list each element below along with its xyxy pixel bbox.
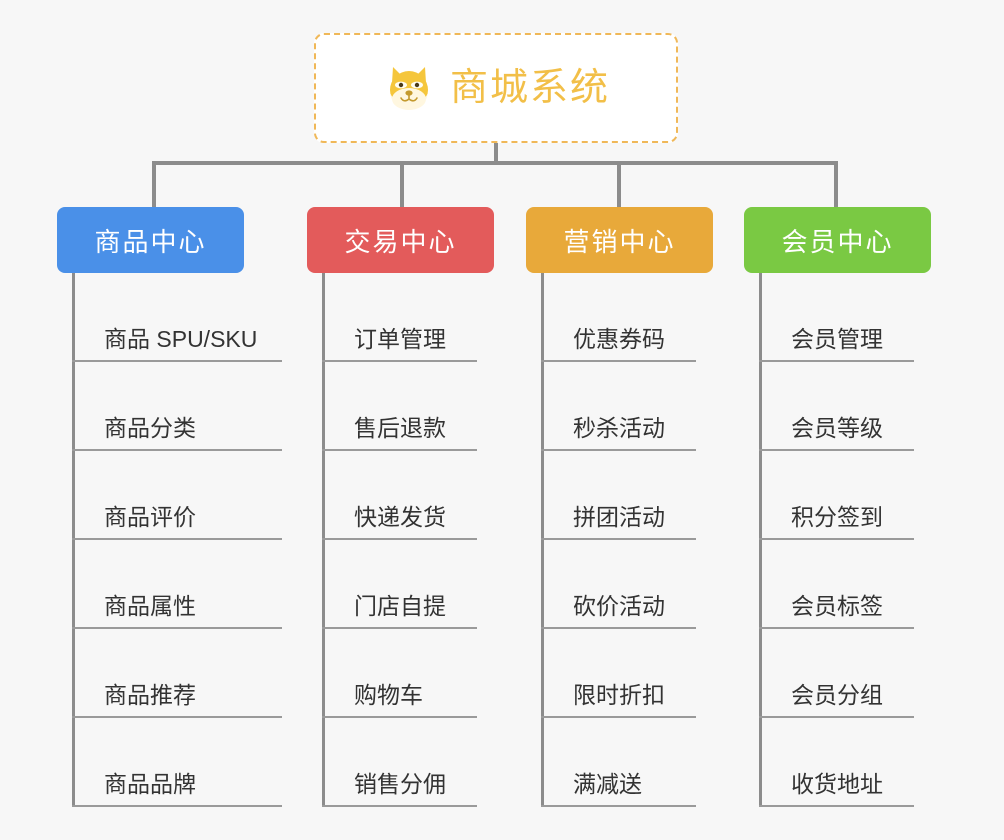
category-spine-1 — [72, 273, 75, 807]
category-spine-2 — [322, 273, 325, 807]
leaf-list-4: 会员管理会员等级积分签到会员标签会员分组收货地址 — [759, 273, 914, 807]
root-node-title: 商城系统 — [449, 67, 610, 109]
category-spine-3 — [541, 273, 544, 807]
leaf-item-label: 商品推荐 — [104, 681, 196, 708]
leaf-item-label: 购物车 — [354, 681, 423, 708]
connector-drop-2 — [400, 161, 404, 207]
category-header-3[interactable]: 营销中心 — [526, 207, 713, 273]
leaf-list-1: 商品 SPU/SKU 商品分类商品评价商品属性商品推荐商品品牌 — [72, 273, 282, 807]
leaf-item[interactable]: 积分签到 — [759, 451, 914, 540]
leaf-item[interactable]: 会员等级 — [759, 362, 914, 451]
leaf-item[interactable]: 收货地址 — [759, 718, 914, 807]
leaf-item-label: 快递发货 — [354, 503, 446, 530]
leaf-item-label: 满减送 — [573, 770, 642, 797]
leaf-item[interactable]: 满减送 — [541, 718, 696, 807]
leaf-item-label: 订单管理 — [354, 325, 446, 352]
leaf-list-3: 优惠券码秒杀活动拼团活动砍价活动限时折扣满减送 — [541, 273, 696, 807]
leaf-item[interactable]: 快递发货 — [322, 451, 477, 540]
connector-root-stem — [494, 143, 498, 165]
leaf-item[interactable]: 商品品牌 — [72, 718, 282, 807]
category-column-4: 会员中心会员管理会员等级积分签到会员标签会员分组收货地址 — [744, 207, 931, 807]
category-column-1: 商品中心商品 SPU/SKU 商品分类商品评价商品属性商品推荐商品品牌 — [57, 207, 282, 807]
category-header-2[interactable]: 交易中心 — [307, 207, 494, 273]
leaf-item-label: 商品属性 — [104, 592, 196, 619]
leaf-item-label: 会员分组 — [791, 681, 883, 708]
leaf-item-label: 售后退款 — [354, 414, 446, 441]
leaf-item-label: 秒杀活动 — [573, 414, 665, 441]
leaf-item-label: 会员管理 — [791, 325, 883, 352]
connector-drop-3 — [617, 161, 621, 207]
leaf-item-label: 会员标签 — [791, 592, 883, 619]
leaf-item[interactable]: 购物车 — [322, 629, 477, 718]
leaf-item-label: 商品品牌 — [104, 770, 196, 797]
leaf-item[interactable]: 售后退款 — [322, 362, 477, 451]
leaf-item[interactable]: 砍价活动 — [541, 540, 696, 629]
leaf-item[interactable]: 销售分佣 — [322, 718, 477, 807]
leaf-item[interactable]: 商品 SPU/SKU — [72, 273, 282, 362]
root-node-shopping-mall-system[interactable]: 商城系统 — [314, 33, 678, 143]
leaf-item[interactable]: 商品评价 — [72, 451, 282, 540]
category-column-2: 交易中心订单管理售后退款快递发货门店自提购物车销售分佣 — [307, 207, 494, 807]
leaf-item[interactable]: 拼团活动 — [541, 451, 696, 540]
category-header-4[interactable]: 会员中心 — [744, 207, 931, 273]
leaf-item[interactable]: 会员分组 — [759, 629, 914, 718]
leaf-item[interactable]: 会员标签 — [759, 540, 914, 629]
leaf-item-label: 商品 SPU/SKU — [104, 325, 258, 352]
leaf-item-label: 优惠券码 — [573, 325, 665, 352]
leaf-item-label: 限时折扣 — [573, 681, 665, 708]
shiba-dog-face-icon — [382, 61, 436, 115]
leaf-item[interactable]: 订单管理 — [322, 273, 477, 362]
category-spine-4 — [759, 273, 762, 807]
leaf-item-label: 商品分类 — [104, 414, 196, 441]
category-column-3: 营销中心优惠券码秒杀活动拼团活动砍价活动限时折扣满减送 — [526, 207, 713, 807]
leaf-item[interactable]: 秒杀活动 — [541, 362, 696, 451]
leaf-item[interactable]: 会员管理 — [759, 273, 914, 362]
connector-drop-1 — [152, 161, 156, 207]
leaf-item-label: 砍价活动 — [573, 592, 665, 619]
leaf-item[interactable]: 商品推荐 — [72, 629, 282, 718]
leaf-item-label: 积分签到 — [791, 503, 883, 530]
leaf-item[interactable]: 优惠券码 — [541, 273, 696, 362]
leaf-item-label: 门店自提 — [354, 592, 446, 619]
leaf-list-2: 订单管理售后退款快递发货门店自提购物车销售分佣 — [322, 273, 477, 807]
leaf-item[interactable]: 商品分类 — [72, 362, 282, 451]
connector-horizontal-bus — [152, 161, 838, 165]
leaf-item-label: 收货地址 — [791, 770, 883, 797]
leaf-item[interactable]: 商品属性 — [72, 540, 282, 629]
leaf-item[interactable]: 门店自提 — [322, 540, 477, 629]
category-header-1[interactable]: 商品中心 — [57, 207, 244, 273]
leaf-item[interactable]: 限时折扣 — [541, 629, 696, 718]
leaf-item-label: 会员等级 — [791, 414, 883, 441]
leaf-item-label: 销售分佣 — [354, 770, 446, 797]
connector-drop-4 — [834, 161, 838, 207]
leaf-item-label: 拼团活动 — [573, 503, 665, 530]
leaf-item-label: 商品评价 — [104, 503, 196, 530]
